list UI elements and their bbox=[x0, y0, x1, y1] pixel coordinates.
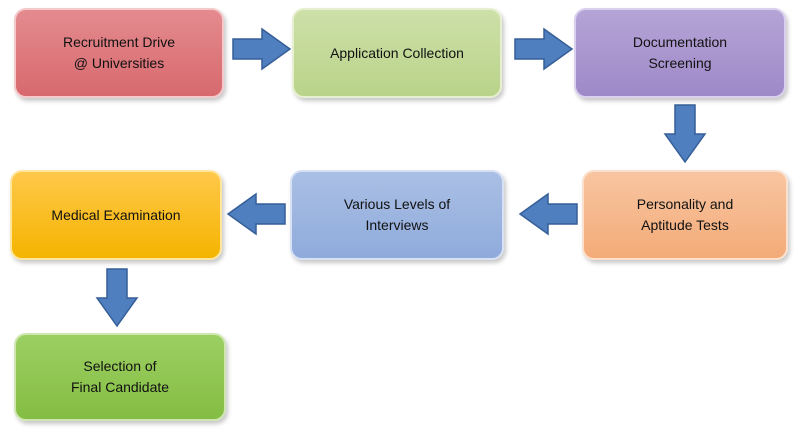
arrow-down-icon bbox=[95, 268, 139, 328]
arrow-right-icon bbox=[232, 27, 292, 71]
step-application-collection: Application Collection bbox=[292, 8, 502, 98]
step-label: Application Collection bbox=[330, 44, 464, 61]
step-final-selection: Selection of Final Candidate bbox=[14, 333, 226, 421]
step-label: Documentation Screening bbox=[632, 34, 728, 71]
arrow-left-icon bbox=[518, 192, 578, 236]
step-interviews: Various Levels of Interviews bbox=[290, 170, 504, 260]
arrow-down-icon bbox=[663, 104, 707, 164]
arrow-left-icon bbox=[226, 192, 286, 236]
step-label: Selection of Final Candidate bbox=[70, 358, 170, 395]
step-medical-examination: Medical Examination bbox=[10, 170, 222, 260]
arrow-right-icon bbox=[514, 27, 574, 71]
step-documentation-screening: Documentation Screening bbox=[574, 8, 786, 98]
step-label: Recruitment Drive @ Universities bbox=[62, 34, 176, 71]
step-personality-aptitude-tests: Personality and Aptitude Tests bbox=[582, 170, 788, 260]
step-label: Personality and Aptitude Tests bbox=[636, 196, 734, 233]
step-recruitment-drive: Recruitment Drive @ Universities bbox=[14, 8, 224, 98]
step-label: Medical Examination bbox=[51, 206, 181, 223]
step-label: Various Levels of Interviews bbox=[343, 196, 451, 233]
